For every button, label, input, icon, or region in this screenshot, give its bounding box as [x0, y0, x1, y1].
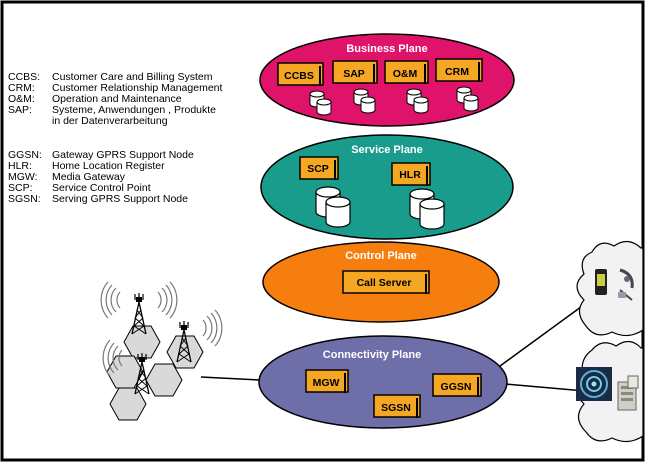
legend-row-hlr: HLR:Home Location Register — [8, 160, 165, 172]
box-om: O&M — [384, 60, 429, 84]
box-scp: SCP — [299, 156, 339, 180]
box-crm: CRM — [435, 58, 483, 82]
box-ggsn-label: GGSN — [441, 381, 472, 393]
box-ggsn: GGSN — [432, 373, 482, 397]
box-sgsn: SGSN — [373, 394, 421, 418]
connectivity-plane: Connectivity Plane MGW SGSN GGSN — [258, 335, 508, 429]
service-plane: Service Plane SCP HLR — [260, 134, 514, 240]
box-ccbs: CCBS — [277, 62, 324, 86]
link-ran-connectivity — [200, 376, 261, 381]
mobile-network-cloud — [576, 240, 644, 337]
link-connectivity-internet — [504, 383, 586, 392]
business-plane-title: Business Plane — [346, 43, 427, 55]
server-icon — [617, 375, 639, 411]
legend-row-mgw: MGW:Media Gateway — [8, 171, 125, 183]
box-sap: SAP — [332, 60, 378, 84]
box-mgw-label: MGW — [313, 377, 340, 389]
mobile-phone-icon — [595, 269, 607, 295]
box-sap-label: SAP — [343, 68, 365, 80]
box-call-server-label: Call Server — [357, 277, 412, 289]
control-plane: Control Plane Call Server — [262, 241, 500, 323]
legend-row-sap-cont: in der Datenverarbeitung — [52, 115, 168, 127]
box-om-label: O&M — [393, 68, 418, 80]
legend-row-sap: SAP:Systeme, Anwendungen , Produkte — [8, 104, 217, 116]
service-plane-title: Service Plane — [351, 144, 423, 156]
link-connectivity-mobile — [499, 303, 586, 367]
legend-row-ggsn: GGSN:Gateway GPRS Support Node — [8, 149, 194, 161]
internet-cloud — [576, 340, 644, 443]
connectivity-plane-ellipse — [258, 335, 508, 429]
box-scp-label: SCP — [307, 163, 329, 175]
radio-access-network — [100, 281, 223, 421]
business-plane: Business Plane CCBS SAP O&M CRM — [259, 33, 515, 127]
box-ccbs-label: CCBS — [284, 70, 314, 82]
legend-row-sgsn: SGSN:Serving GPRS Support Node — [8, 193, 188, 205]
control-plane-title: Control Plane — [345, 250, 417, 262]
box-sgsn-label: SGSN — [381, 402, 411, 414]
legend-row-ccbs: CCBS:Customer Care and Billing System — [8, 71, 213, 83]
box-mgw: MGW — [305, 369, 349, 393]
globe-icon — [576, 367, 612, 401]
box-call-server: Call Server — [342, 270, 430, 294]
legend-row-om: O&M:Operation and Maintenance — [8, 93, 182, 105]
box-hlr: HLR — [391, 162, 431, 186]
connectivity-plane-title: Connectivity Plane — [323, 349, 421, 361]
box-crm-label: CRM — [445, 66, 469, 78]
legend-row-scp: SCP:Service Control Point — [8, 182, 151, 194]
box-hlr-label: HLR — [399, 169, 421, 181]
satellite-dish-icon — [618, 268, 634, 301]
legend-row-crm: CRM:Customer Relationship Management — [8, 82, 223, 94]
